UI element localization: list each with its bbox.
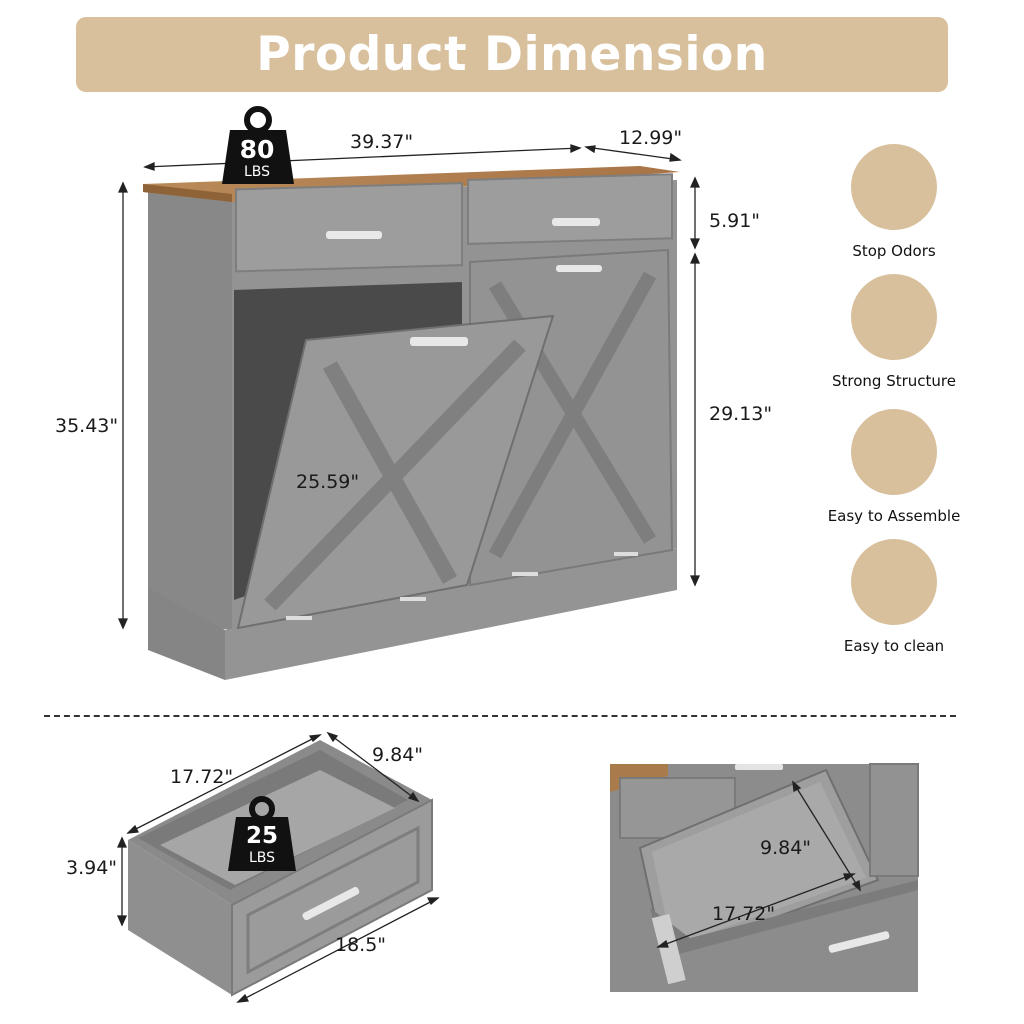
- cabinet-weight-unit: LBS: [243, 164, 271, 180]
- cabinet-body: [143, 166, 680, 680]
- drawer-side-height-label: 3.94": [66, 857, 118, 879]
- weight-badge-25: [228, 796, 296, 871]
- drawer-height-label: 5.91": [709, 210, 761, 232]
- feature-strong-structure: Strong Structure: [824, 274, 964, 390]
- feature-stop-odors: Stop Odors: [824, 144, 964, 260]
- feature-icon-circle: [851, 274, 937, 360]
- feature-icon-circle: [851, 409, 937, 495]
- cabinet-depth-label: 12.99": [619, 127, 683, 149]
- bin-height-label: 25.59": [296, 471, 360, 493]
- feature-label: Strong Structure: [832, 372, 956, 390]
- drawer-width-label: 17.72": [170, 766, 234, 788]
- weight-badge-80: [222, 106, 294, 184]
- door-height-label: 29.13": [709, 403, 773, 425]
- cabinet-width-label: 39.37": [350, 131, 414, 153]
- bin-detail-image: [610, 763, 919, 992]
- cabinet-weight-value: 80: [239, 135, 275, 164]
- cabinet-height-label: 35.43": [55, 415, 119, 437]
- drawer-depth-label: 9.84": [372, 744, 424, 766]
- feature-label: Stop Odors: [852, 242, 936, 260]
- feature-icon-circle: [851, 539, 937, 625]
- feature-icon-circle: [851, 144, 937, 230]
- drawer-weight-value: 25: [245, 823, 278, 849]
- drawer-dimension-lines: [116, 731, 440, 1003]
- feature-easy-to-assemble: Easy to Assemble: [824, 409, 964, 525]
- drawer-illustration: [128, 740, 433, 997]
- bin-detail-width-label: 17.72": [712, 903, 776, 925]
- feature-easy-to-clean: Easy to clean: [824, 539, 964, 655]
- drawer-weight-badge: 25 LBS: [228, 797, 296, 879]
- bin-detail-depth-label: 9.84": [760, 837, 812, 859]
- cabinet-dimension-lines: [117, 144, 701, 630]
- page-title: Product Dimension: [256, 27, 768, 82]
- feature-label: Easy to Assemble: [827, 507, 961, 525]
- drawer-weight-unit: LBS: [248, 850, 276, 866]
- feature-label: Easy to clean: [843, 637, 945, 655]
- section-divider: [44, 715, 956, 717]
- title-banner: Product Dimension: [76, 17, 948, 92]
- drawer-front-width-label: 18.5": [335, 934, 387, 956]
- cabinet-weight-badge: 80 LBS: [222, 108, 292, 190]
